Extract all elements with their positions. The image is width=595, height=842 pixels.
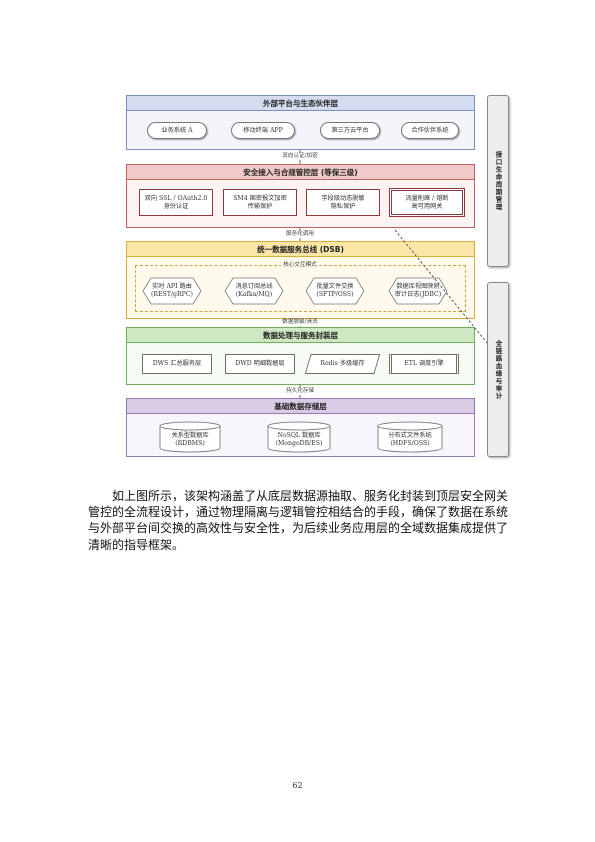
node-batch-file-exchange: 批量文件交换 (SFTP/OSS) — [316, 283, 354, 298]
layer-header-storage: 基础数据存储层 — [126, 398, 475, 414]
connector-label-cleaning: 数据脱敏/清洗 — [280, 319, 320, 326]
body-paragraph: 如上图所示，该架构涵盖了从底层数据源抽取、服务化封装到顶层安全网关管控的全流程设… — [88, 489, 509, 552]
node-ssl-oauth: 双向 SSL / OAuth2.0 身份认证 — [139, 189, 213, 216]
node-hdfs: 分布式文件系统 (HDFS/OSS) — [388, 431, 432, 447]
node-sm4-encryption: SM4 国密报文加密 传输保护 — [223, 189, 297, 216]
node-dwd-detail: DWD 明细数据层 — [225, 354, 295, 374]
side-panel-lifecycle-text: 接口生命周期管理 — [494, 151, 502, 211]
node-third-party-cloud: 第三方云平台 — [320, 122, 380, 139]
node-message-subscription: 消息订阅总线 (Kafka/MQ) — [235, 283, 273, 298]
connector-label-auth: 双向认证/加密 — [280, 153, 320, 160]
node-realtime-api: 实时 API 路由 (REST/gRPC) — [151, 283, 193, 298]
connector-label-service: 服务化调用 — [284, 231, 316, 238]
layer-header-external: 外部平台与生态伙伴层 — [126, 95, 475, 111]
node-redis-cache: Redis 多级缓存 — [320, 360, 365, 367]
node-mobile-app: 移动终端 APP — [231, 122, 295, 139]
side-panel-lifecycle: 接口生命周期管理 — [487, 95, 509, 267]
node-etl-engine: ETL 调度引擎 — [389, 354, 459, 374]
connector-label-persist: 持久化存储 — [284, 388, 316, 395]
layer-header-security: 安全接入与合规管控层 (等保三级) — [126, 164, 475, 180]
node-rdbms: 关系型数据库 (RDBMS) — [171, 431, 209, 447]
node-partner-system: 合作伙伴系统 — [401, 122, 459, 139]
node-business-system-a: 业务系统 A — [147, 122, 207, 139]
core-interaction-label: 核心交互模式 — [281, 262, 319, 269]
redis-parallelogram — [305, 354, 380, 374]
page-number: 62 — [292, 781, 303, 790]
node-field-masking: 字段级动态脱敏 隐私保护 — [306, 189, 380, 216]
layer-header-processing: 数据处理与服务封装层 — [126, 327, 475, 343]
node-db-view-mapping: 数据库视图映射 审计日志(JDBC) — [394, 283, 442, 298]
side-panel-audit: 全链路血缘与审计 — [487, 282, 509, 457]
node-nosql: NoSQL 数据库 (MongoDB/ES) — [275, 431, 323, 447]
side-panel-audit-text: 全链路血缘与审计 — [494, 339, 502, 400]
node-dws-summary: DWS 汇总服务层 — [142, 354, 212, 374]
node-traffic-gateway: 流量削峰 / 熔断 高可用网关 — [389, 188, 465, 217]
layer-header-dsb: 统一数据服务总线 (DSB) — [126, 241, 475, 257]
